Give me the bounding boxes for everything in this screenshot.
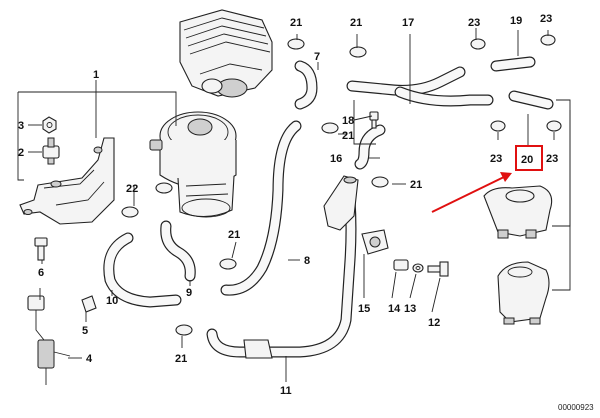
callout-21d: 21 bbox=[410, 179, 422, 191]
check-valve bbox=[361, 229, 389, 255]
callout-23d: 23 bbox=[546, 153, 558, 165]
rubber-mount bbox=[42, 137, 60, 165]
callout-21a: 21 bbox=[290, 17, 302, 29]
callout-22: 22 bbox=[126, 183, 138, 195]
callout-18: 18 bbox=[342, 115, 354, 127]
spacer bbox=[393, 259, 409, 271]
manifold-part-lower bbox=[497, 261, 550, 325]
hose-7 bbox=[294, 60, 318, 110]
callout-21e: 21 bbox=[228, 229, 240, 241]
pipe-11 bbox=[206, 175, 359, 359]
callout-20: 20 bbox=[521, 154, 533, 166]
callout-23c: 23 bbox=[490, 153, 502, 165]
callout-11: 11 bbox=[280, 385, 292, 397]
callout-3: 3 bbox=[18, 120, 24, 132]
callout-21f: 21 bbox=[175, 353, 187, 365]
reference-code: 00000923 bbox=[558, 403, 594, 412]
washer bbox=[412, 263, 424, 273]
air-filter-housing bbox=[179, 9, 273, 98]
bracket-assembly bbox=[19, 137, 115, 225]
pipe-17 bbox=[346, 66, 494, 107]
callout-19: 19 bbox=[510, 15, 522, 27]
callout-14: 14 bbox=[388, 303, 401, 315]
red-arrow bbox=[431, 172, 512, 213]
callout-4: 4 bbox=[86, 353, 93, 365]
callout-21b: 21 bbox=[350, 17, 362, 29]
hose-8 bbox=[220, 120, 302, 296]
hose-9 bbox=[160, 220, 196, 282]
callout-8: 8 bbox=[304, 255, 310, 267]
highlight-box-20 bbox=[515, 145, 543, 171]
air-pump bbox=[149, 111, 237, 218]
hose-10 bbox=[103, 232, 182, 308]
manifold-part-upper bbox=[483, 185, 553, 239]
bolt bbox=[34, 237, 48, 261]
hose-20 bbox=[508, 90, 554, 110]
callout-15: 15 bbox=[358, 303, 370, 315]
leader-lines bbox=[17, 28, 571, 382]
callout-12: 12 bbox=[428, 317, 440, 329]
callout-17: 17 bbox=[402, 17, 414, 29]
callout-5: 5 bbox=[82, 325, 88, 337]
callout-13: 13 bbox=[404, 303, 416, 315]
callout-10: 10 bbox=[106, 295, 118, 307]
callout-7: 7 bbox=[314, 51, 320, 63]
clip bbox=[81, 295, 97, 313]
callout-23b: 23 bbox=[540, 13, 552, 25]
hose-16 bbox=[354, 124, 386, 170]
callout-1: 1 bbox=[93, 69, 99, 81]
callout-labels: 1 3 2 6 5 4 22 10 9 21 21 7 17 18 21 16 … bbox=[18, 13, 558, 397]
callout-6: 6 bbox=[38, 267, 44, 279]
callout-9: 9 bbox=[186, 287, 192, 299]
bolt-12 bbox=[427, 261, 449, 277]
hex-nut bbox=[42, 116, 57, 134]
callout-2: 2 bbox=[18, 147, 24, 159]
callout-21c: 21 bbox=[342, 130, 354, 142]
hose-19 bbox=[490, 56, 536, 72]
callout-16: 16 bbox=[330, 153, 342, 165]
sensor-connector bbox=[27, 295, 71, 385]
hose-clamps bbox=[121, 34, 562, 336]
callout-23a: 23 bbox=[468, 17, 480, 29]
